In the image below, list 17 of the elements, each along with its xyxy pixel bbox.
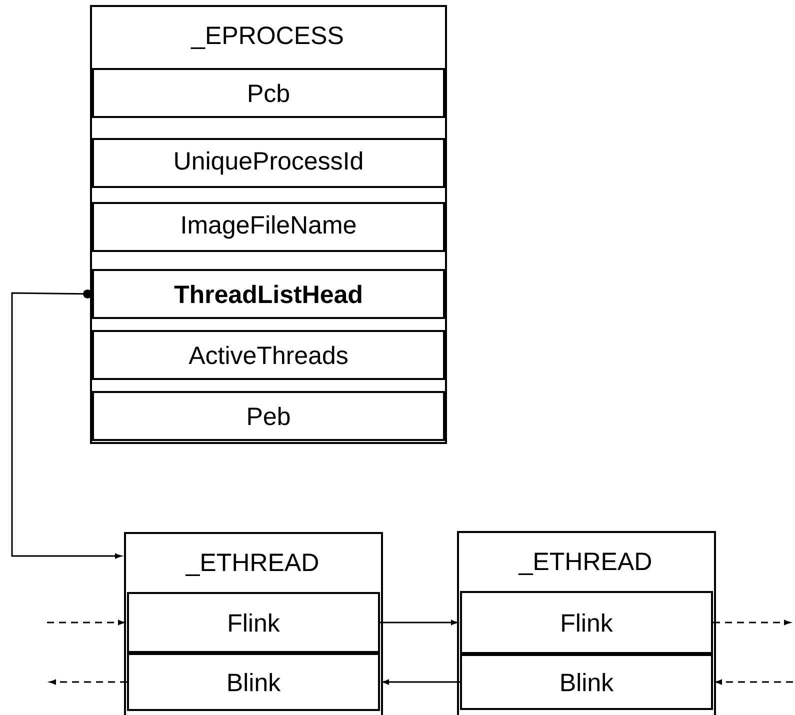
field-box: Pcb <box>92 68 445 118</box>
field-box: Blink <box>460 654 713 710</box>
arrow <box>380 620 458 626</box>
arrow <box>713 620 790 626</box>
field-box: ThreadListHead <box>92 269 445 319</box>
arrow <box>716 680 793 685</box>
arrow <box>50 680 127 685</box>
field-box: UniqueProcessId <box>92 138 445 188</box>
field-box: Flink <box>460 591 713 654</box>
field-box: ImageFileName <box>92 202 445 252</box>
field-box: Blink <box>127 653 380 711</box>
field-box: Peb <box>92 391 445 441</box>
field-box: ActiveThreads <box>92 330 445 380</box>
field-box: Flink <box>127 592 380 653</box>
arrow <box>382 680 460 685</box>
arrow <box>11 289 122 559</box>
arrow <box>47 620 124 626</box>
